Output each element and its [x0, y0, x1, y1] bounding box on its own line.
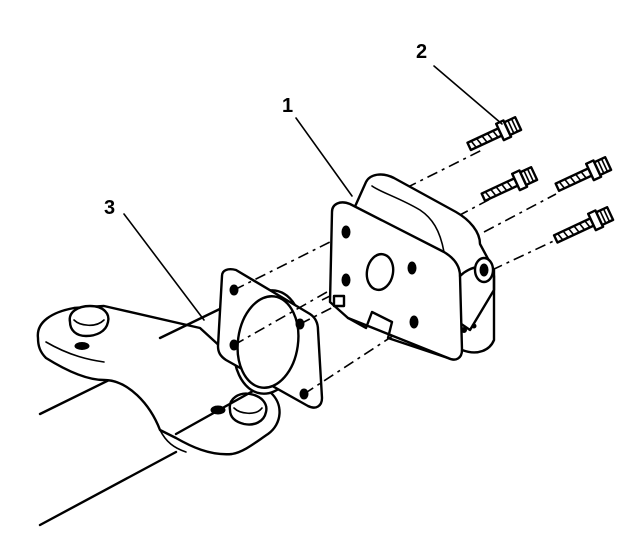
leader-lines — [123, 65, 503, 321]
bracket-bolt-head-left-icon — [68, 304, 110, 350]
bolt-icon — [480, 166, 539, 203]
part-2-bolts — [466, 116, 615, 244]
bolt-icon — [466, 116, 523, 152]
leader-line-1 — [295, 117, 353, 197]
part-1-housing-block — [328, 173, 496, 361]
callout-3: 3 — [104, 197, 115, 219]
callout-2: 2 — [416, 41, 427, 63]
saddle-bracket — [36, 304, 281, 456]
gasket-flange — [216, 268, 324, 409]
leader-line-3 — [123, 213, 205, 321]
leader-line-2 — [433, 65, 503, 125]
callout-1: 1 — [282, 95, 293, 117]
bolt-icon — [552, 206, 615, 244]
bolt-icon — [554, 156, 613, 193]
